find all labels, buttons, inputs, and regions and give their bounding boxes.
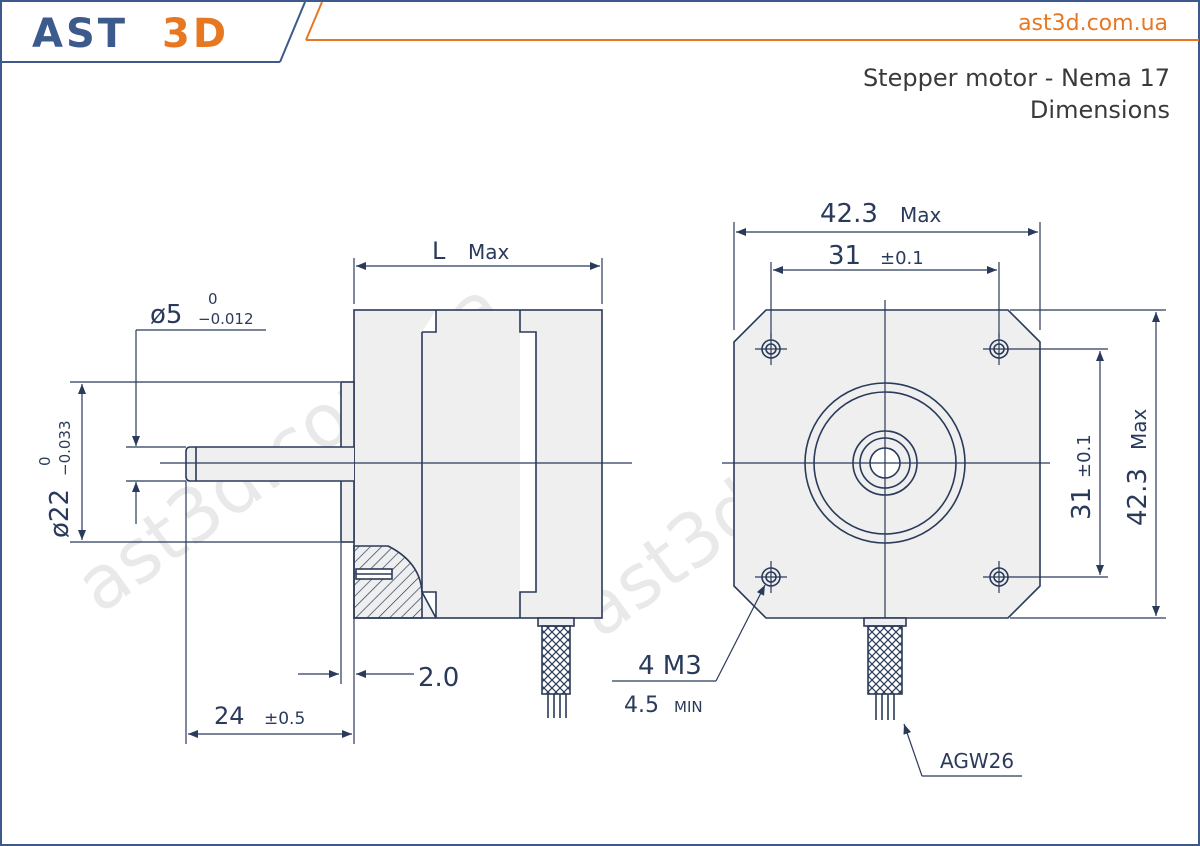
- side-view: [160, 309, 632, 718]
- boss-height-label: 2.0: [418, 663, 459, 693]
- shaft-length-tol: ±0.5: [264, 709, 305, 729]
- boss-diameter-label: ø22: [45, 489, 75, 538]
- boss-tol-lower: −0.033: [56, 420, 74, 476]
- hole-depth-label: 4.5: [624, 693, 659, 718]
- title-line-1: Stepper motor - Nema 17: [863, 64, 1170, 92]
- shaft-length-label: 24: [214, 702, 245, 730]
- width-label: 42.3: [820, 199, 878, 229]
- front-view: [722, 300, 1108, 720]
- boss-tol-upper: 0: [36, 456, 54, 466]
- height-suffix: Max: [1127, 408, 1151, 450]
- site-url: ast3d.com.ua: [1018, 11, 1168, 36]
- hole-spacing-tol: ±0.1: [880, 248, 924, 269]
- v-hole-spacing-tol: ±0.1: [1074, 434, 1095, 478]
- side-dimensions: [70, 258, 603, 744]
- title-line-2: Dimensions: [1030, 96, 1170, 124]
- wire-label: AGW26: [940, 749, 1014, 773]
- wire-bundle-front: [867, 625, 903, 695]
- shaft-tol-lower: −0.012: [198, 310, 254, 328]
- brand-logo: AST 3D: [32, 11, 229, 57]
- holes-label: 4 M3: [638, 651, 702, 681]
- logo-part-ast: AST: [32, 11, 128, 57]
- width-suffix: Max: [900, 203, 942, 227]
- shaft: [185, 446, 354, 482]
- hatched-section: [353, 545, 423, 619]
- height-label: 42.3: [1123, 468, 1153, 526]
- front-dimensions: [612, 222, 1166, 777]
- logo-part-3d: 3D: [162, 11, 229, 57]
- shaft-diameter-label: ø5: [150, 300, 182, 330]
- v-hole-spacing-label: 31: [1067, 487, 1097, 520]
- wire-bundle-side: [541, 625, 571, 695]
- length-label: L: [432, 237, 446, 265]
- header-band: [1, 1, 1199, 63]
- shaft-tol-upper: 0: [208, 290, 218, 308]
- hole-spacing-label: 31: [828, 241, 861, 271]
- hole-depth-suffix: MIN: [674, 698, 703, 716]
- length-suffix: Max: [468, 240, 510, 264]
